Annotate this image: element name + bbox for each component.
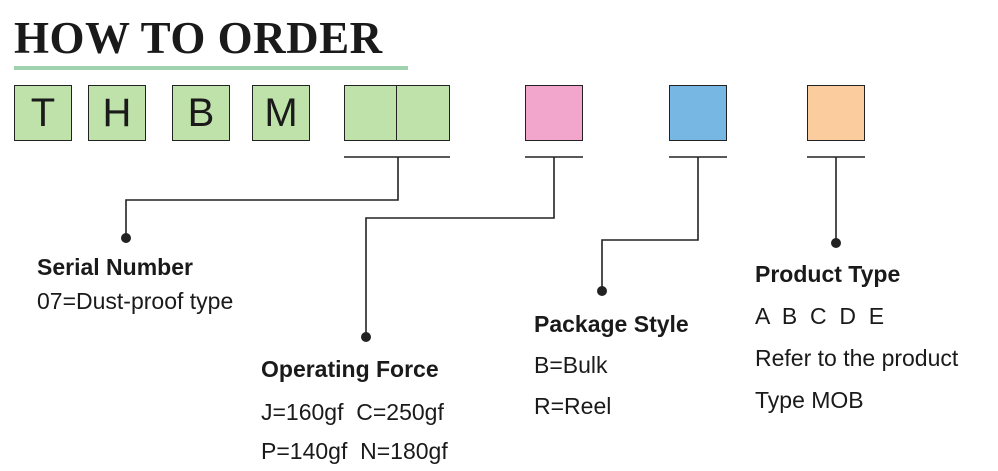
package-style-connector xyxy=(601,157,699,290)
package-style-heading: Package Style xyxy=(534,311,689,337)
package-style-option-reel: R=Reel xyxy=(534,393,612,419)
serial-number-option: 07=Dust-proof type xyxy=(37,288,234,314)
operating-force-box xyxy=(525,85,583,141)
product-type-options: A B C D E xyxy=(755,303,885,329)
serial-number-heading: Serial Number xyxy=(37,254,193,280)
operating-force-dot xyxy=(361,332,371,342)
product-type-heading: Product Type xyxy=(755,261,901,287)
product-type-note-2: Type MOB xyxy=(755,387,864,413)
page-title: HOW TO ORDER xyxy=(14,13,383,63)
product-type-box xyxy=(807,85,865,141)
serial-number-dot xyxy=(121,233,131,243)
code-box-m: M xyxy=(252,85,310,141)
operating-force-connector xyxy=(365,157,555,336)
package-style-box xyxy=(669,85,727,141)
package-style-option-bulk: B=Bulk xyxy=(534,352,608,378)
serial-number-box-1 xyxy=(344,85,398,141)
code-box-t: T xyxy=(14,85,72,141)
operating-force-heading: Operating Force xyxy=(261,356,439,382)
package-style-dot xyxy=(597,286,607,296)
code-box-b: B xyxy=(172,85,230,141)
product-type-note-1: Refer to the product xyxy=(755,345,959,371)
operating-force-options-1: J=160gf C=250gf xyxy=(261,399,444,425)
title-underline xyxy=(14,66,408,70)
code-box-h: H xyxy=(88,85,146,141)
operating-force-options-2: P=140gf N=180gf xyxy=(261,438,448,464)
serial-number-box-2 xyxy=(396,85,450,141)
product-type-dot xyxy=(831,238,841,248)
serial-number-connector xyxy=(125,157,399,237)
